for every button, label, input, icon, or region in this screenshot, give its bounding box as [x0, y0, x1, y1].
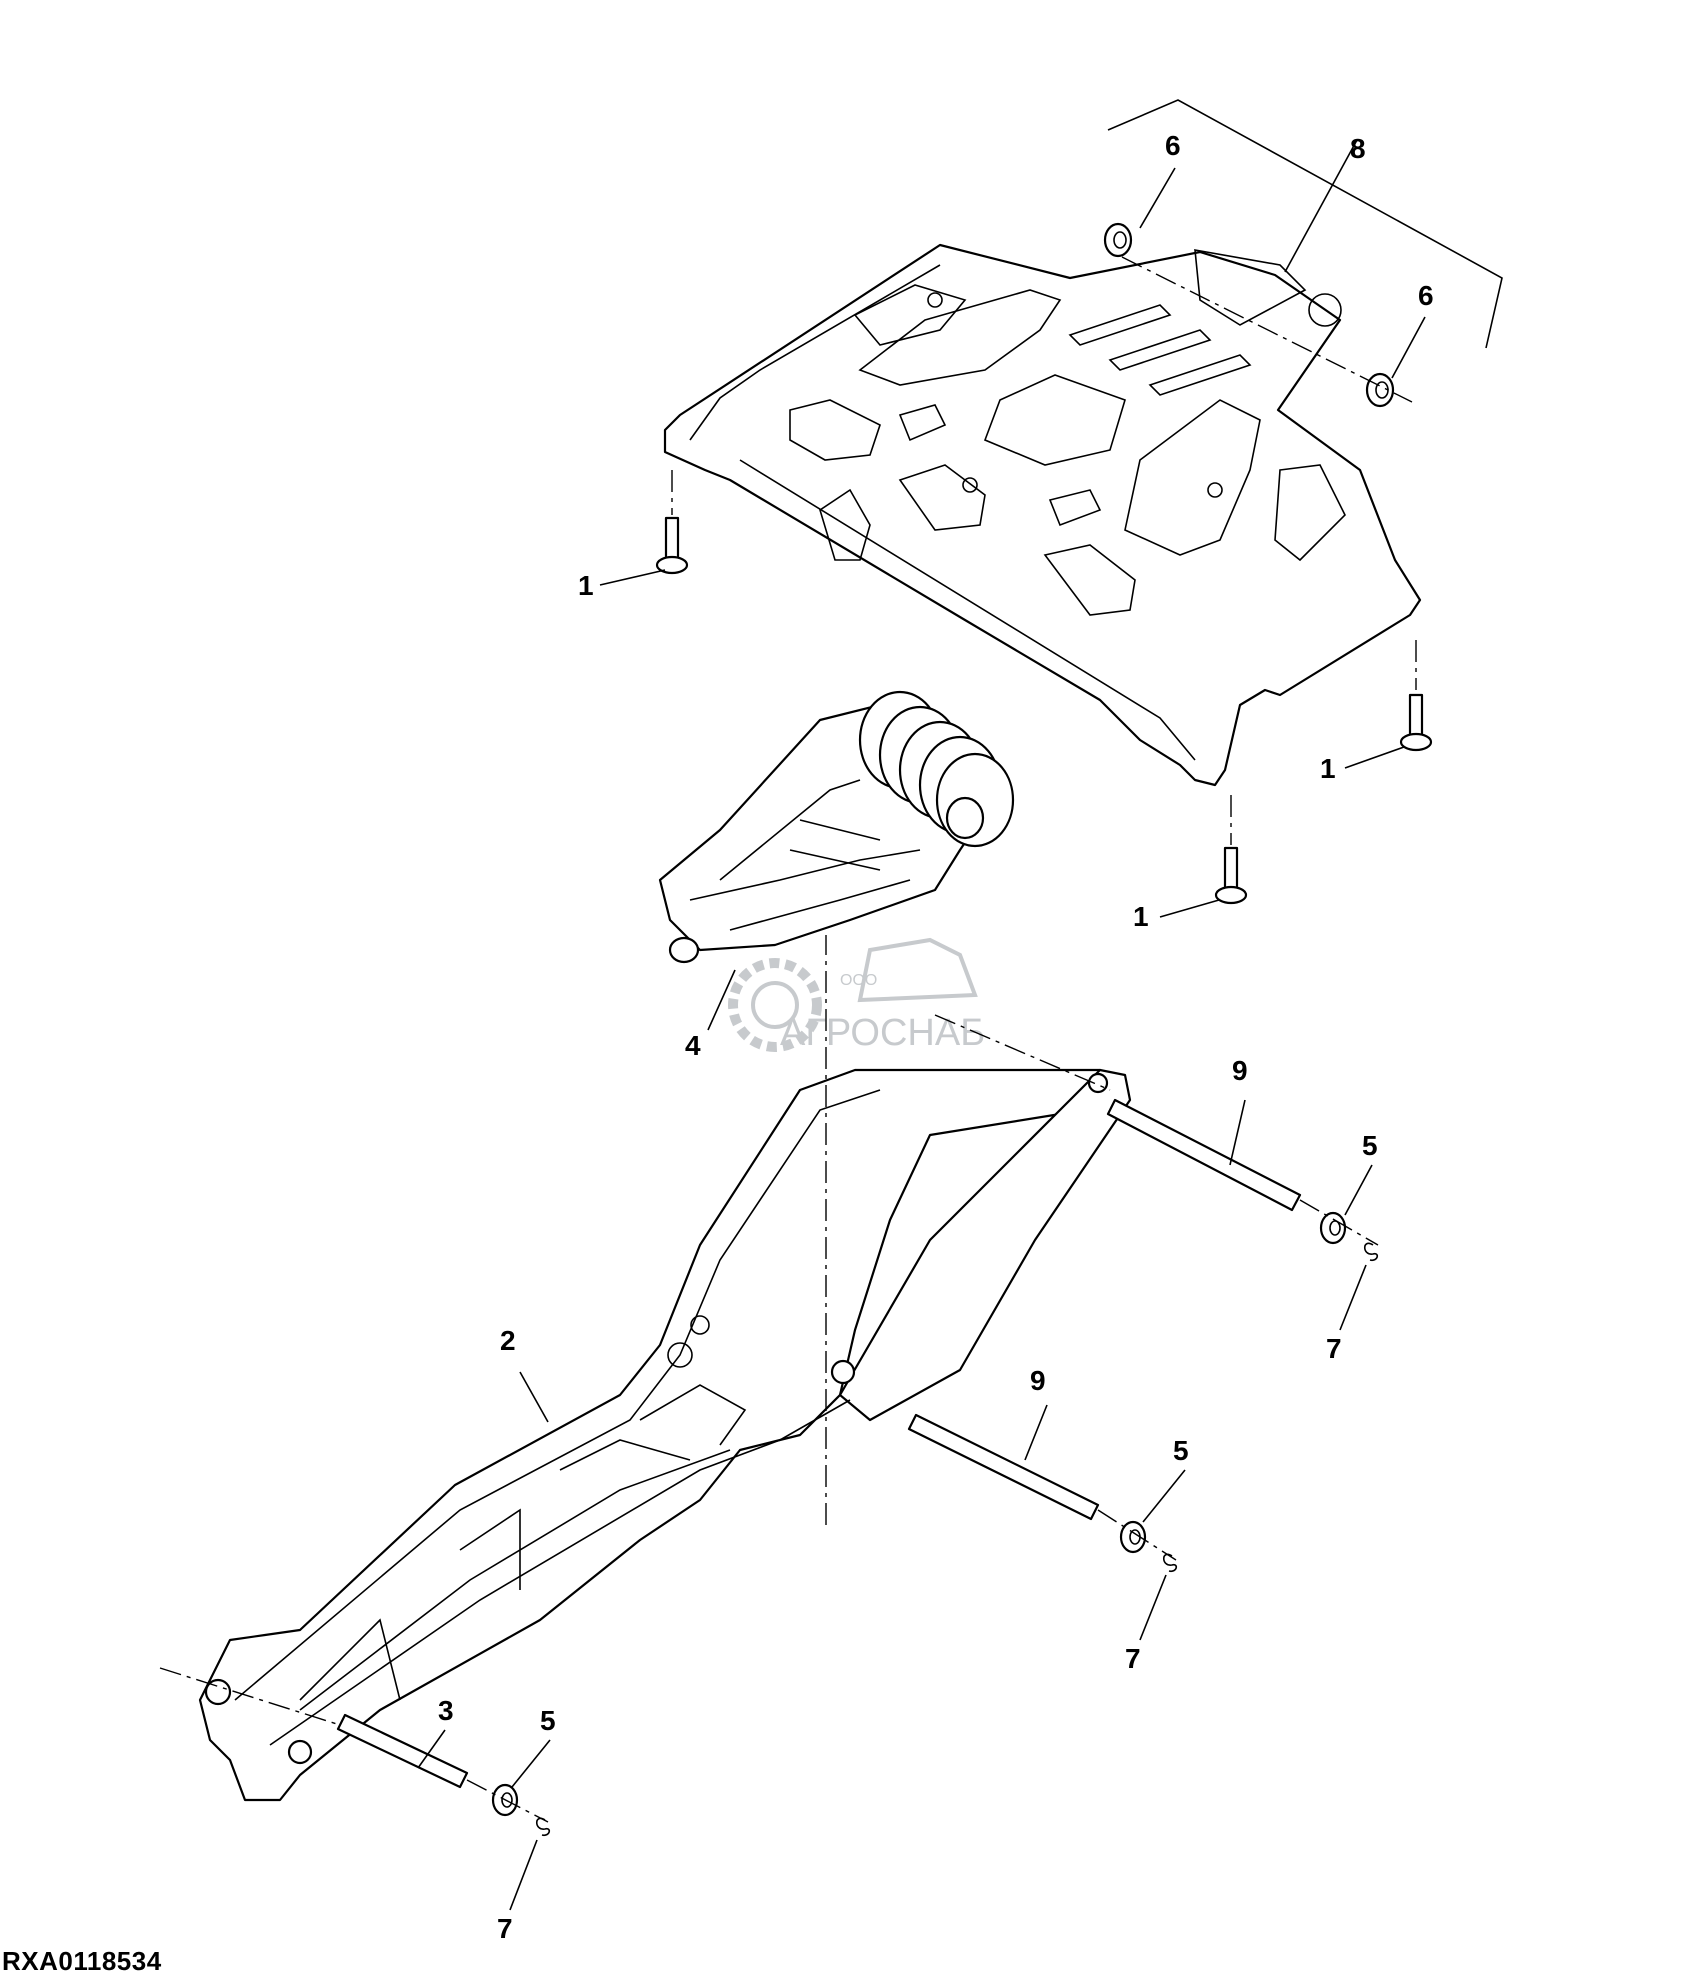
callout-1-left: 1 [578, 570, 594, 601]
pin-part-9-lower [907, 1413, 1100, 1521]
pin-part-3 [336, 1713, 469, 1789]
callout-9-lower: 9 [1030, 1365, 1046, 1396]
watermark-small-text: ООО [840, 972, 877, 989]
bolt-part-1-right [1399, 693, 1433, 752]
callout-9-upper: 9 [1232, 1055, 1248, 1086]
callout-5-upper: 5 [1362, 1130, 1378, 1161]
group-bracket [1107, 99, 1503, 349]
spring-assembly-part-4 [658, 690, 1015, 964]
watermark: ООО АГРОСНАБ [728, 937, 985, 1054]
callout-3: 3 [438, 1695, 454, 1726]
callout-7-middle: 7 [1125, 1643, 1141, 1674]
bolt-part-1-bottom [1214, 846, 1248, 905]
callout-1-right: 1 [1320, 753, 1336, 784]
bushing-part-6-right [1365, 372, 1395, 408]
callout-5-middle: 5 [1173, 1435, 1189, 1466]
clip-part-7-middle [1162, 1553, 1178, 1573]
callout-6-right: 6 [1418, 280, 1434, 311]
callout-6-upper: 6 [1165, 130, 1181, 161]
watermark-brand-text: АГРОСНАБ [780, 1012, 985, 1054]
callout-2: 2 [500, 1325, 516, 1356]
leader-lines [417, 139, 1426, 1911]
bolt-part-1-left [655, 516, 689, 575]
assembly-axis-lines [159, 256, 1417, 1823]
support-plate-part-8 [663, 243, 1422, 787]
bushing-part-6-upper [1103, 222, 1133, 258]
callout-1-bottom: 1 [1133, 901, 1149, 932]
callout-8: 8 [1350, 133, 1366, 164]
callout-7-upper: 7 [1326, 1333, 1342, 1364]
callout-7-lower: 7 [497, 1913, 513, 1944]
washer-part-5-upper [1319, 1211, 1347, 1245]
swing-arm-part-2 [198, 1068, 1132, 1802]
clip-part-7-upper [1363, 1242, 1379, 1262]
figure-reference-code: RXA0118534 [2, 1946, 162, 1976]
callout-5-lower: 5 [540, 1705, 556, 1736]
callout-labels: 6 8 6 1 1 1 4 9 9 2 5 5 5 3 7 7 7 [438, 130, 1434, 1944]
callout-4: 4 [685, 1030, 701, 1061]
pin-part-9-upper [1106, 1098, 1302, 1212]
clip-part-7-lower [535, 1817, 551, 1837]
